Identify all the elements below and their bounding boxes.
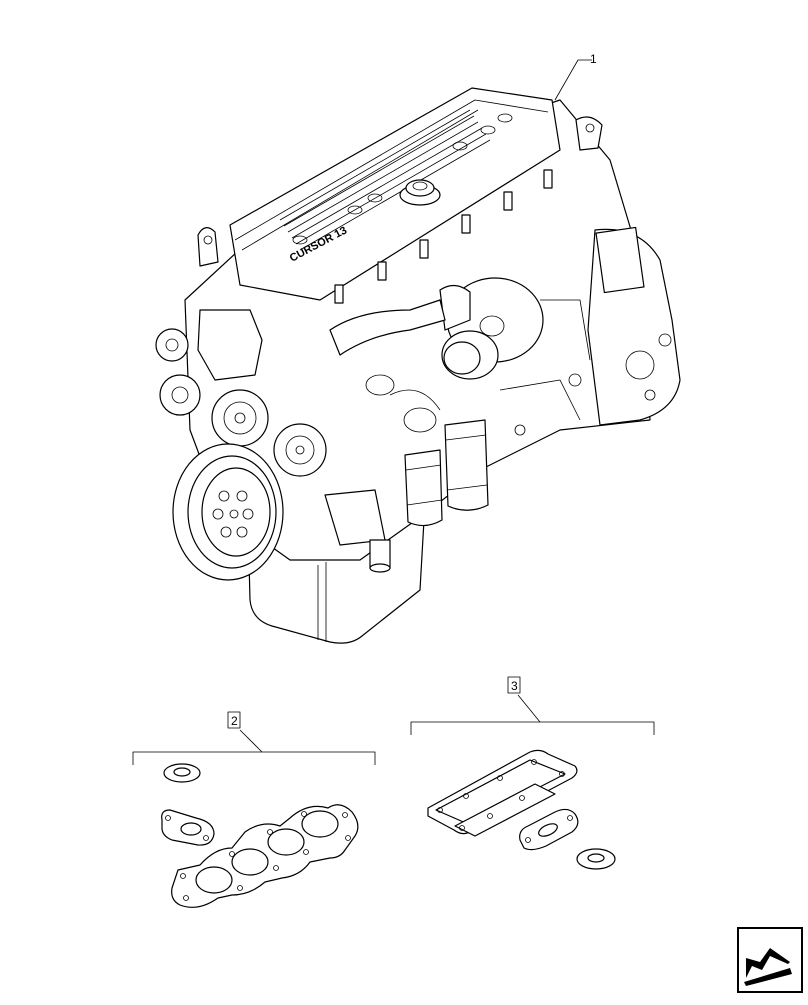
gasket-kit-3: 3	[410, 676, 655, 870]
injector-row	[334, 169, 553, 304]
valve-cover-ribs	[279, 109, 491, 251]
callout-3-label: 3	[511, 679, 518, 693]
fuel-filters	[404, 419, 489, 527]
alternator	[197, 309, 269, 447]
callout-3-box	[507, 676, 521, 694]
engine-assembly: CURSOR 13	[155, 87, 681, 644]
gasket-kit-2: 2	[132, 711, 376, 908]
turbocharger	[439, 277, 544, 380]
arrow-return-icon[interactable]	[737, 927, 803, 993]
crank-damper	[172, 443, 284, 581]
callout-2-label: 2	[231, 714, 238, 728]
callout-1-label: 1	[590, 52, 597, 66]
callout-2-box	[227, 711, 241, 729]
callout-1: 1	[554, 52, 597, 101]
